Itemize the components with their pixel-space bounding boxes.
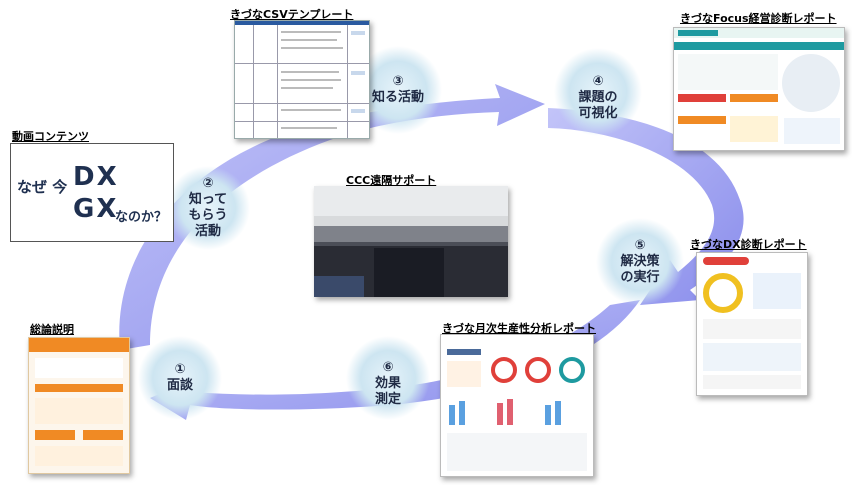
dx-report-thumbnail[interactable]: [696, 252, 808, 396]
step-4-label-1: 課題の: [578, 90, 618, 105]
remote-support-title: CCC遠隔サポート: [346, 174, 437, 187]
bubble-1: [138, 336, 222, 420]
step-5-num: ⑤: [634, 238, 646, 253]
step-5-label-2: の実行: [620, 270, 660, 285]
step-5: ⑤ 解決策 の実行: [610, 238, 670, 286]
focus-report-title: きづなFocus経営診断レポート: [680, 12, 837, 25]
overview-thumbnail[interactable]: [28, 337, 130, 474]
bubble-5: [596, 218, 684, 306]
video-gx: GX: [73, 194, 119, 224]
remote-support-photo[interactable]: [314, 186, 508, 297]
step-5-label-1: 解決策: [620, 254, 660, 269]
bubble-3: [354, 46, 442, 134]
video-contents-box[interactable]: なぜ 今 DX GX なのか？: [10, 143, 174, 242]
step-6-num: ⑥: [382, 360, 394, 375]
video-contents-title: 動画コンテンツ: [12, 130, 89, 143]
step-4-num: ④: [592, 74, 604, 89]
bubble-6: [346, 336, 430, 420]
step-1-label: 面談: [166, 378, 193, 393]
step-1-num: ①: [174, 362, 186, 377]
step-4-label-2: 可視化: [578, 106, 618, 121]
step-2: ② 知って もらう 活動: [178, 176, 238, 240]
step-6-label-1: 効果: [374, 376, 401, 391]
step-1: ① 面談: [150, 362, 210, 394]
step-4: ④ 課題の 可視化: [568, 74, 628, 122]
step-3-num: ③: [392, 74, 404, 89]
step-2-label-1: 知って: [188, 192, 228, 207]
csv-template-title: きづなCSVテンプレート: [230, 8, 354, 21]
bubble-2: [166, 166, 250, 250]
step-2-num: ②: [202, 176, 214, 191]
video-prefix: なぜ 今: [17, 178, 68, 196]
monthly-report-thumbnail[interactable]: [440, 334, 594, 477]
step-3-label: 知る活動: [371, 90, 424, 105]
step-3: ③ 知る活動: [360, 74, 436, 106]
overview-title: 総論説明: [30, 323, 74, 336]
step-2-label-3: 活動: [194, 224, 221, 239]
csv-template-thumbnail[interactable]: [234, 20, 370, 139]
step-6: ⑥ 効果 測定: [358, 360, 418, 408]
step-6-label-2: 測定: [374, 392, 401, 407]
video-suffix: なのか？: [115, 210, 168, 225]
bubble-4: [554, 48, 642, 136]
dx-report-title: きづなDX診断レポート: [690, 238, 807, 251]
step-2-label-2: もらう: [188, 208, 228, 223]
focus-report-thumbnail[interactable]: [673, 27, 845, 151]
monthly-report-title: きづな月次生産性分析レポート: [442, 322, 596, 335]
video-dx: DX: [73, 162, 119, 192]
